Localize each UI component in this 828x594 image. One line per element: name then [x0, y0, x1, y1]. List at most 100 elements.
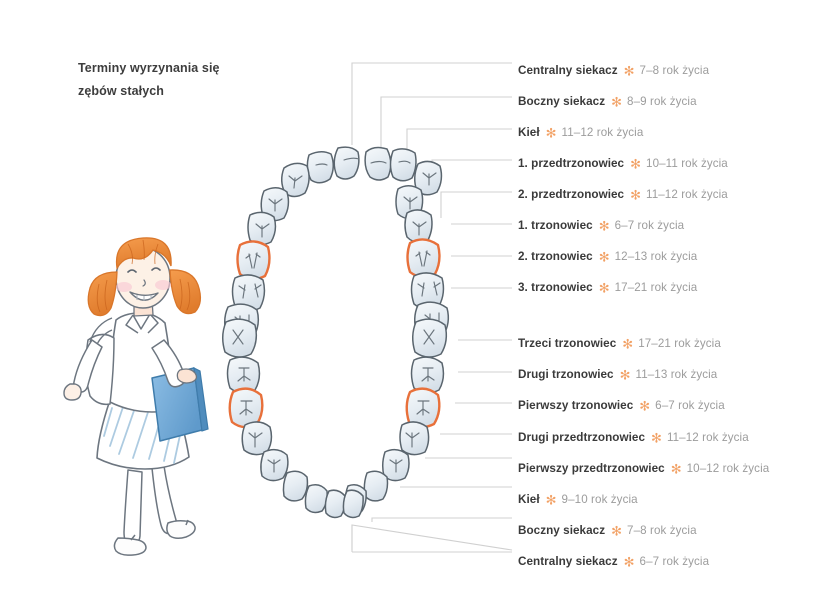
- label-row[interactable]: 3. trzonowiec ✻ 17–21 rok życia: [518, 272, 728, 303]
- flower-asterisk-icon: ✻: [670, 461, 682, 477]
- label-tooth-age: 11–12 rok życia: [666, 430, 749, 444]
- flower-asterisk-icon: ✻: [611, 523, 623, 539]
- cheek-left: [116, 282, 132, 292]
- tooth-upper-right-second-molar: [231, 274, 266, 312]
- label-row[interactable]: Drugi trzonowiec ✻ 11–13 rok życia: [518, 359, 769, 390]
- label-tooth-age: 10–11 rok życia: [646, 157, 728, 170]
- label-tooth-age: 11–12 rok życia: [561, 126, 644, 139]
- lower-occlusal-marks: [232, 329, 435, 473]
- label-tooth-name: Kieł: [518, 126, 540, 139]
- upper-arch: [224, 146, 450, 342]
- tooth-lower-right-second-premolar: [241, 421, 273, 456]
- tooth-upper-left-canine: [414, 160, 443, 196]
- flower-asterisk-icon: ✻: [545, 492, 557, 508]
- label-row[interactable]: Boczny siekacz ✻ 8–9 rok życia: [518, 86, 728, 117]
- label-row[interactable]: 1. trzonowiec ✻ 6–7 rok życia: [518, 210, 728, 241]
- tooth-upper-right-first-molar-highlighted: [236, 240, 271, 281]
- tooth-lower-left-second-premolar: [399, 421, 430, 456]
- label-tooth-age: 17–21 rok życia: [614, 281, 698, 294]
- label-tooth-age: 6–7 rok życia: [614, 219, 685, 232]
- flower-asterisk-icon: ✻: [611, 94, 623, 110]
- label-tooth-age: 7–8 rok życia: [627, 524, 697, 538]
- label-row[interactable]: Trzeci trzonowiec ✻ 17–21 rok życia: [518, 328, 769, 359]
- cheek-right: [155, 280, 171, 290]
- eye-left: [127, 269, 137, 273]
- labels-upper-arch: Centralny siekacz ✻ 7–8 rok życia Boczny…: [518, 55, 728, 303]
- label-tooth-name: Pierwszy trzonowiec: [518, 399, 634, 413]
- tooth-upper-right-canine: [281, 162, 310, 198]
- page-title-line1: Terminy wyrzynania się: [78, 61, 220, 75]
- flower-asterisk-icon: ✻: [598, 280, 610, 296]
- tooth-lower-left-central-incisor: [342, 489, 364, 519]
- tooth-lower-left-canine: [363, 470, 389, 502]
- label-tooth-age: 6–7 rok życia: [655, 399, 725, 413]
- label-tooth-name: Kieł: [518, 493, 540, 507]
- label-tooth-age: 9–10 rok życia: [561, 493, 638, 507]
- tooth-upper-right-lateral-incisor: [306, 151, 334, 184]
- flower-asterisk-icon: ✻: [598, 249, 610, 265]
- flower-asterisk-icon: ✻: [623, 63, 635, 79]
- tooth-lower-right-canine: [282, 470, 309, 502]
- label-tooth-age: 12–13 rok życia: [614, 250, 698, 263]
- label-tooth-name: Centralny siekacz: [518, 64, 618, 77]
- label-row[interactable]: Kieł ✻ 9–10 rok życia: [518, 484, 769, 515]
- label-row[interactable]: 2. przedtrzonowiec ✻ 11–12 rok życia: [518, 179, 728, 210]
- pigtail-left: [87, 271, 118, 317]
- labels-lower-arch: Trzeci trzonowiec ✻ 17–21 rok życia Drug…: [518, 328, 769, 578]
- flower-asterisk-icon: ✻: [622, 336, 634, 352]
- flower-asterisk-icon: ✻: [623, 554, 635, 570]
- label-tooth-age: 8–9 rok życia: [627, 95, 697, 108]
- label-tooth-name: Drugi przedtrzonowiec: [518, 430, 646, 444]
- label-tooth-name: 1. trzonowiec: [518, 219, 593, 232]
- label-tooth-age: 17–21 rok życia: [638, 337, 721, 351]
- label-tooth-age: 7–8 rok życia: [639, 64, 710, 77]
- flower-asterisk-icon: ✻: [619, 367, 631, 383]
- tooth-upper-left-central-incisor: [364, 146, 392, 181]
- label-row[interactable]: Centralny siekacz ✻ 7–8 rok życia: [518, 55, 728, 86]
- label-tooth-name: Boczny siekacz: [518, 524, 606, 538]
- label-tooth-age: 11–12 rok życia: [646, 188, 728, 201]
- label-tooth-name: Pierwszy przedtrzonowiec: [518, 461, 665, 475]
- flower-asterisk-icon: ✻: [630, 187, 642, 203]
- pigtail-right: [169, 269, 202, 315]
- label-tooth-name: Centralny siekacz: [518, 555, 618, 569]
- label-tooth-age: 10–12 rok życia: [686, 461, 770, 475]
- page-title: Terminy wyrzynania się zębów stałych: [78, 57, 308, 103]
- label-tooth-name: Boczny siekacz: [518, 95, 606, 108]
- eye-right: [151, 267, 161, 271]
- flower-asterisk-icon: ✻: [630, 156, 642, 172]
- label-tooth-name: 2. przedtrzonowiec: [518, 188, 625, 201]
- leader-lines-lower: [351, 339, 513, 553]
- tooth-upper-left-first-molar-highlighted: [406, 238, 441, 279]
- label-row[interactable]: 2. trzonowiec ✻ 12–13 rok życia: [518, 241, 728, 272]
- label-row[interactable]: Boczny siekacz ✻ 7–8 rok życia: [518, 515, 769, 546]
- label-tooth-name: 3. trzonowiec: [518, 281, 593, 294]
- label-tooth-name: 2. trzonowiec: [518, 250, 593, 263]
- tooth-lower-right-third-molar: [222, 318, 258, 358]
- flower-asterisk-icon: ✻: [545, 125, 557, 141]
- label-tooth-age: 11–13 rok życia: [635, 368, 718, 382]
- flower-asterisk-icon: ✻: [598, 218, 610, 234]
- label-tooth-name: Drugi trzonowiec: [518, 368, 614, 382]
- schoolgirl-illustration: [63, 237, 209, 556]
- label-row[interactable]: Pierwszy przedtrzonowiec ✻ 10–12 rok życ…: [518, 453, 769, 484]
- page-title-line2: zębów stałych: [78, 84, 165, 99]
- tooth-lower-right-central-incisor: [324, 489, 346, 519]
- label-row[interactable]: Drugi przedtrzonowiec ✻ 11–12 rok życia: [518, 422, 769, 453]
- label-tooth-name: Trzeci trzonowiec: [518, 337, 617, 351]
- tooth-lower-right-lateral-incisor: [304, 484, 328, 514]
- label-tooth-age: 6–7 rok życia: [639, 555, 710, 569]
- flower-asterisk-icon: ✻: [651, 430, 662, 446]
- label-row[interactable]: Kieł ✻ 11–12 rok życia: [518, 117, 728, 148]
- label-row[interactable]: Pierwszy trzonowiec ✻ 6–7 rok życia: [518, 390, 769, 421]
- tooth-upper-left-lateral-incisor: [389, 148, 417, 182]
- label-row[interactable]: Centralny siekacz ✻ 6–7 rok życia: [518, 546, 769, 577]
- label-tooth-name: 1. przedtrzonowiec: [518, 157, 625, 170]
- label-row[interactable]: 1. przedtrzonowiec ✻ 10–11 rok życia: [518, 148, 728, 179]
- lower-arch: [222, 318, 448, 519]
- flower-asterisk-icon: ✻: [639, 398, 651, 414]
- nose: [142, 279, 146, 287]
- tooth-upper-right-central-incisor: [333, 146, 360, 180]
